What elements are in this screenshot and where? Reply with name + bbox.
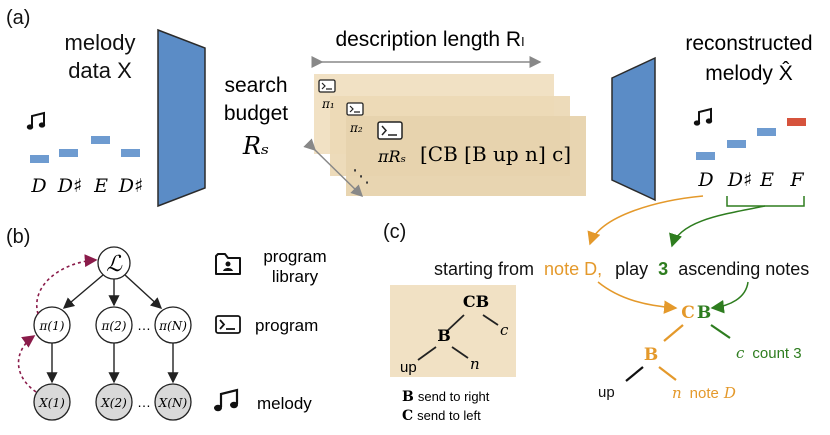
reconstructed-title-1: reconstructed xyxy=(685,32,812,55)
tree-edge-b-up xyxy=(417,346,437,361)
edge-root-pn xyxy=(124,274,163,309)
legend-melody: melody xyxy=(257,394,312,413)
reconstructed-title-2: melody X̂ xyxy=(705,62,793,85)
sentence-part-1: starting from xyxy=(434,259,534,279)
right-tree-b2: B xyxy=(644,345,658,365)
terminal-icon xyxy=(215,315,241,334)
note-label-1: D xyxy=(30,175,46,197)
search-budget-symbol: Rₛ xyxy=(242,132,269,160)
explanation-sentence: starting from note D, play 3 ascending n… xyxy=(434,259,809,279)
tree-root-label: CB xyxy=(463,292,489,311)
search-budget-2: budget xyxy=(224,102,288,125)
note-bar-3 xyxy=(91,136,110,144)
orange-arrow-note xyxy=(587,195,704,246)
description-length-label: description length Rₗ xyxy=(335,28,524,51)
legend-library-1: program xyxy=(263,247,326,266)
inference-arrow-library xyxy=(35,254,98,315)
terminal-icon xyxy=(318,79,336,93)
sentence-note: note D, xyxy=(544,259,602,279)
note-bar-2 xyxy=(59,149,78,157)
note-label-2: D♯ xyxy=(57,175,82,197)
right-edge-green xyxy=(710,324,731,339)
library-node-label: ℒ xyxy=(106,252,123,277)
folder-icon xyxy=(215,253,241,275)
tree-up-label: up xyxy=(400,359,417,376)
right-tree-c: C xyxy=(681,303,695,323)
sentence-number: 3 xyxy=(658,259,668,279)
edge-root-p1 xyxy=(62,274,104,309)
panel-a-label: (a) xyxy=(6,7,30,29)
melody-title-1: melody xyxy=(65,30,136,55)
terminal-icon xyxy=(377,121,403,140)
melody-node-n-label: X(N) xyxy=(158,396,188,410)
legend-program: program xyxy=(255,316,318,335)
green-arrow-tree xyxy=(710,281,749,314)
melody-node-2-label: X(2) xyxy=(100,396,127,410)
tree-edge-b-n xyxy=(451,346,469,359)
tree-edge-root-b xyxy=(446,314,465,332)
right-tree-b: B xyxy=(697,303,711,323)
green-bracket xyxy=(726,196,805,207)
out-note-label-4: F xyxy=(789,169,804,191)
tree-edge-root-c xyxy=(482,314,499,326)
out-note-bar-1 xyxy=(696,152,715,160)
search-budget-arrow xyxy=(303,138,364,198)
out-note-bar-3 xyxy=(757,128,776,136)
melody-node-1-label: X(1) xyxy=(38,396,65,410)
melody-node-2 xyxy=(95,383,133,421)
sentence-part-2: play xyxy=(615,259,648,279)
search-budget-1: search xyxy=(224,74,287,97)
pi-1-label: π₁ xyxy=(321,97,335,111)
tree-b-label: B xyxy=(437,326,451,345)
out-note-bar-2 xyxy=(727,140,746,148)
tree-n-label: n xyxy=(470,355,480,373)
out-note-label-2: D♯ xyxy=(727,169,752,191)
right-edge-orange xyxy=(663,324,684,342)
note-label-3: E xyxy=(93,175,108,197)
encoder-shape xyxy=(157,28,206,208)
out-note-bar-4 xyxy=(787,118,806,126)
note-label-4: D♯ xyxy=(118,175,143,197)
card-ellipsis: ⋱ xyxy=(352,166,370,186)
orange-arrow-tree xyxy=(597,281,678,314)
out-note-label-3: E xyxy=(759,169,774,191)
sentence-part-3: ascending notes xyxy=(678,259,809,279)
tree-c-label: c xyxy=(500,321,509,339)
melody-title-2: data X xyxy=(68,58,132,83)
panel-b-label: (b) xyxy=(6,226,30,248)
program-node-2-label: π(2) xyxy=(101,319,127,333)
music-note-icon xyxy=(214,388,239,412)
program-node-n-label: π(N) xyxy=(158,319,187,333)
right-up-label: up xyxy=(598,384,615,401)
tree-card xyxy=(390,285,516,377)
program-dots: … xyxy=(137,317,151,333)
note-bar-4 xyxy=(121,149,140,157)
music-note-icon xyxy=(693,107,713,126)
terminal-icon xyxy=(346,102,364,116)
green-arrow-count xyxy=(669,205,766,248)
music-note-icon xyxy=(26,111,46,130)
decoder-shape xyxy=(611,56,656,202)
melody-node-1 xyxy=(33,383,71,421)
right-edge-up xyxy=(625,366,644,382)
melody-node-n xyxy=(154,383,192,421)
pi-2-label: π₂ xyxy=(349,121,363,135)
panel-c-label: (c) xyxy=(383,221,406,243)
inference-arrow-program xyxy=(17,335,37,393)
program-expression: [CB [B up n] c] xyxy=(420,142,571,166)
program-node-1-label: π(1) xyxy=(39,319,65,333)
pi-rs-label: πRₛ xyxy=(377,147,406,166)
note-bar-1 xyxy=(30,155,49,163)
out-note-label-1: D xyxy=(697,169,713,191)
melody-dots: … xyxy=(137,394,151,410)
legend-library-2: library xyxy=(272,267,319,286)
right-edge-n xyxy=(658,366,677,381)
